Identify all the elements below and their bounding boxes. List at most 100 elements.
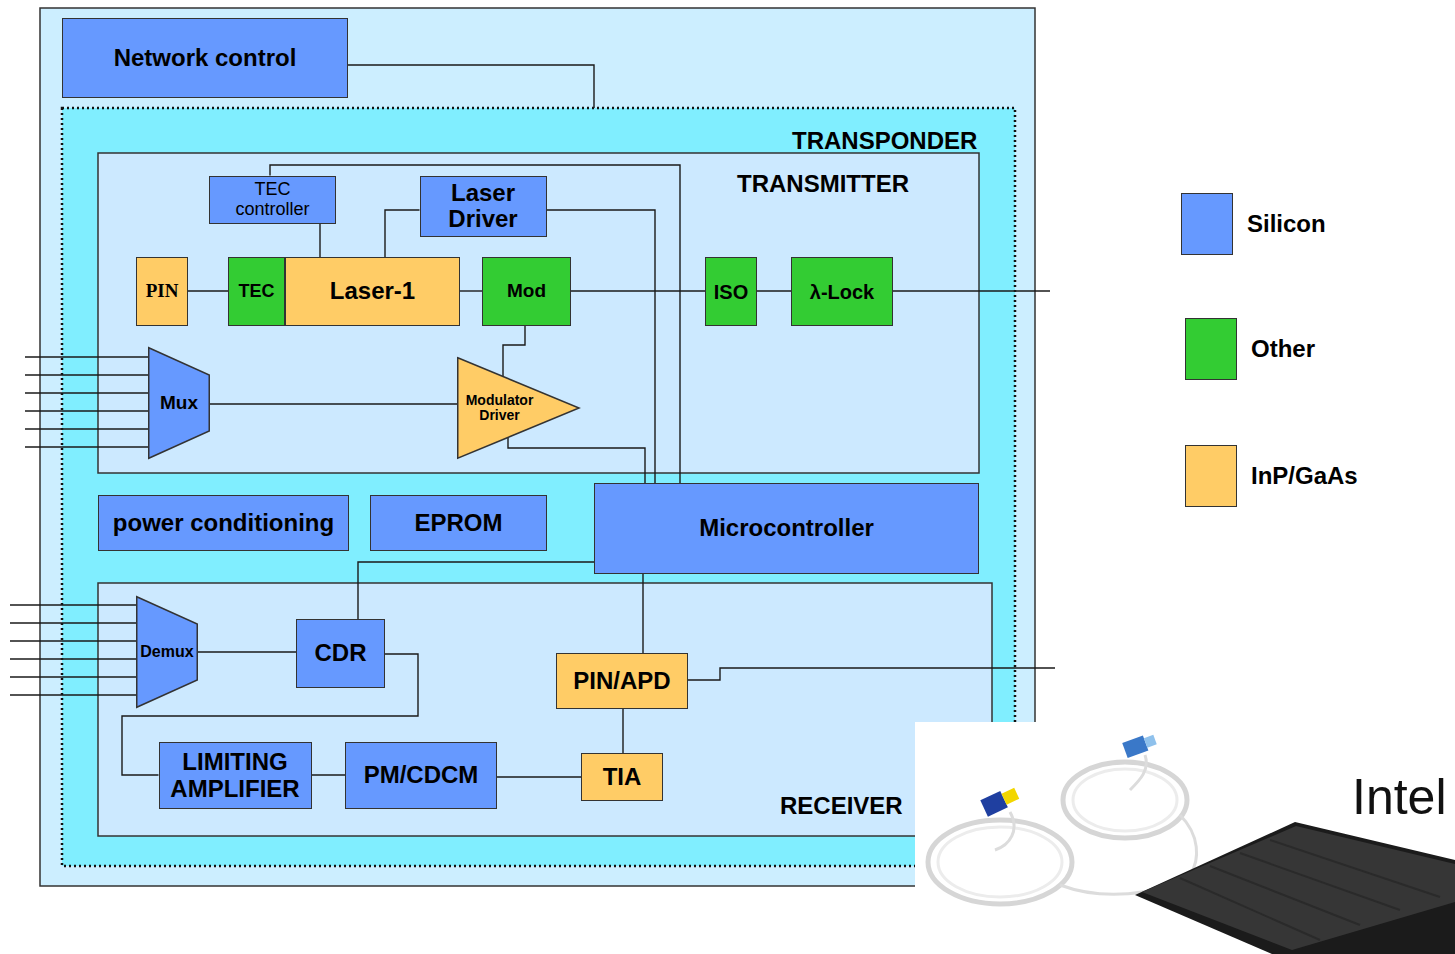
region-fills <box>62 108 1015 866</box>
component-label: TEC controller <box>223 180 323 220</box>
fiber-coil <box>1063 762 1187 838</box>
output-wire <box>10 622 136 623</box>
plug-sleeve <box>1144 735 1157 748</box>
output-wire <box>10 694 136 695</box>
legend-text: Other <box>1251 335 1315 363</box>
fiber-plug <box>1122 732 1158 758</box>
component-label: Mux <box>160 393 198 414</box>
fiber-coil <box>1073 769 1177 831</box>
brand-label: Intel <box>1352 772 1447 822</box>
component-box: CDR <box>296 619 385 688</box>
mux-trapezoid: Demux <box>136 596 198 708</box>
output-wire <box>10 676 136 677</box>
component-label: λ-Lock <box>810 281 874 303</box>
component-box: Mod <box>482 257 571 326</box>
plug-sleeve <box>1002 788 1020 805</box>
fiber-in <box>688 668 1055 680</box>
component-box: PM/CDCM <box>345 742 497 809</box>
legend-item: Other <box>1185 318 1315 380</box>
legend-text: Silicon <box>1247 210 1326 238</box>
output-wire <box>10 640 136 641</box>
legend-swatch <box>1185 445 1237 507</box>
fiber-plug <box>980 785 1020 817</box>
signal-line <box>571 290 705 291</box>
input-wire <box>25 446 148 447</box>
component-label: CDR <box>315 640 367 666</box>
shape-polygon <box>458 358 579 459</box>
output-wire <box>10 658 136 659</box>
signal-line <box>497 776 581 777</box>
component-box: Microcontroller <box>594 483 979 574</box>
region-box: TRANSMITTERTEC controllerLaser DriverPIN… <box>98 153 979 473</box>
component-box: TIA <box>581 753 663 801</box>
driver-triangle: Modulator Driver <box>457 357 580 459</box>
component-label: power conditioning <box>113 510 334 536</box>
component-box: PIN <box>136 257 188 326</box>
component-label: Demux <box>140 643 193 661</box>
signal-line <box>188 290 228 291</box>
signal-line <box>642 574 643 653</box>
module-top <box>1142 826 1455 950</box>
heat-sink-fins <box>1180 840 1440 940</box>
region-box: RECEIVER Demux CDR PIN/APD LIMITING AMPLIFIE… <box>98 583 992 836</box>
input-wire <box>25 428 148 429</box>
component-box: Laser Driver <box>420 176 547 237</box>
fiber-strand <box>1180 815 1197 875</box>
signal-line <box>757 290 791 291</box>
component-label: TEC <box>239 282 275 302</box>
component-label: PM/CDCM <box>364 762 479 788</box>
signal-line <box>198 651 296 652</box>
shape-polygon <box>149 348 210 459</box>
component-box: LIMITING AMPLIFIER <box>159 742 312 809</box>
system-outline <box>40 8 1035 886</box>
component-box: Laser-1 <box>285 257 460 326</box>
signal-line <box>460 290 482 291</box>
legend-item: Silicon <box>1181 193 1326 255</box>
region-box: TRANSPONDERTRANSMITTERTEC controllerLase… <box>62 108 1015 866</box>
component-label: ISO <box>714 281 748 303</box>
legend-swatch <box>1185 318 1237 380</box>
component-label: Modulator Driver <box>459 393 540 424</box>
input-wire <box>25 392 148 393</box>
component-label: Laser-1 <box>330 278 415 304</box>
fiber-coil <box>938 827 1062 897</box>
photo-ground <box>915 722 1455 954</box>
signal-line <box>319 224 320 258</box>
label-anchor: Intel <box>1352 772 1447 822</box>
fiber-coil <box>928 820 1072 904</box>
component-label: Network control <box>114 45 297 71</box>
input-wire <box>25 374 148 375</box>
output-wire <box>10 604 136 605</box>
signal-line <box>547 210 656 483</box>
component-label: Laser Driver <box>427 180 539 233</box>
fiber-strand <box>995 812 1014 850</box>
legend-text: InP/GaAs <box>1251 462 1358 490</box>
product-photo <box>915 722 1455 954</box>
fiber-strand <box>1130 755 1146 790</box>
region-heading: RECEIVER <box>780 793 903 819</box>
shape-polygon <box>137 597 198 708</box>
component-box: Network control <box>62 18 348 98</box>
component-label: Mod <box>507 281 546 302</box>
component-box: PIN/APD <box>556 653 688 709</box>
signal-line <box>348 65 594 108</box>
region-outline <box>62 108 1015 866</box>
component-box: EPROM <box>370 495 547 551</box>
signal-line <box>508 438 645 483</box>
module-body <box>1135 822 1455 954</box>
component-box: TEC <box>228 257 285 326</box>
component-label: PIN <box>146 281 179 302</box>
component-label: LIMITING AMPLIFIER <box>166 749 304 802</box>
component-label: Microcontroller <box>699 515 874 541</box>
signal-line <box>210 403 457 404</box>
legend-item: InP/GaAs <box>1185 445 1358 507</box>
component-box: λ-Lock <box>791 257 893 326</box>
signal-line <box>358 562 594 619</box>
region-outline <box>98 583 992 836</box>
input-wire <box>25 356 148 357</box>
component-box: power conditioning <box>98 495 349 551</box>
region-heading: TRANSPONDER <box>792 128 977 154</box>
